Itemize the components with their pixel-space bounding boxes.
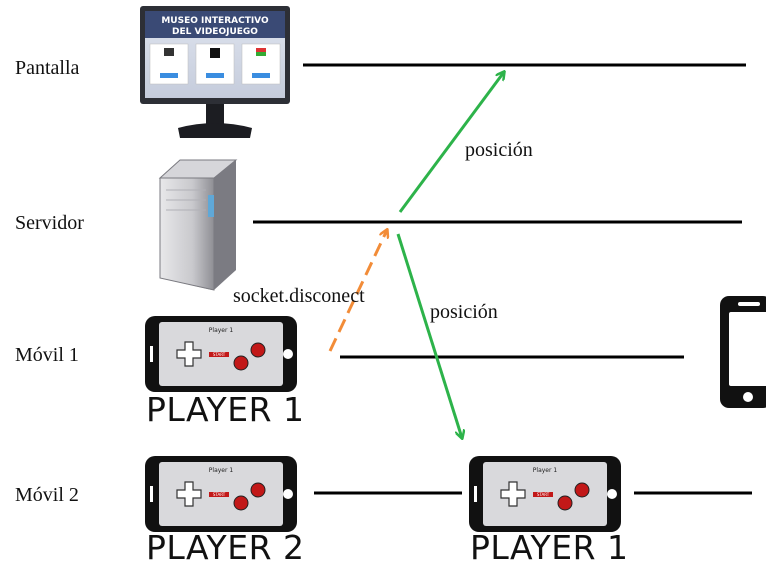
row-label-movil2: Móvil 2 — [15, 484, 79, 506]
row-label-movil1: Móvil 1 — [15, 344, 79, 366]
arrow-socket-disconnect — [328, 230, 387, 352]
row-label-servidor: Servidor — [15, 212, 84, 234]
player-caption-movil1: PLAYER 1 — [146, 390, 305, 429]
row-label-pantalla: Pantalla — [15, 57, 80, 79]
arrow-posicion-to-pantalla — [398, 72, 504, 213]
gamepad-icon-movil2-player2: Player 1 START — [145, 456, 297, 532]
controller-start-label: START — [213, 492, 226, 497]
controller-start-label: START — [537, 492, 550, 497]
controller-top-label: Player 1 — [209, 467, 234, 474]
message-label-posicion-down: posición — [430, 301, 498, 323]
controller-top-label: Player 1 — [533, 467, 558, 474]
player-caption-movil2-player1: PLAYER 1 — [470, 528, 629, 567]
controller-top-label: Player 1 — [209, 327, 234, 334]
server-icon — [158, 159, 238, 291]
player-caption-movil2-player2: PLAYER 2 — [146, 528, 305, 567]
arrow-posicion-to-movil2 — [396, 233, 462, 438]
gamepad-icon-movil1: Player 1 START — [145, 316, 297, 392]
controller-start-label: START — [213, 352, 226, 357]
smartphone-icon — [720, 296, 766, 408]
monitor-title-line2: DEL VIDEOJUEGO — [172, 27, 258, 37]
monitor-icon: MUSEO INTERACTIVO DEL VIDEOJUEGO — [140, 6, 290, 138]
message-label-disconnect: socket.disconect — [233, 285, 365, 307]
message-label-posicion-up: posición — [465, 139, 533, 161]
gamepad-icon-movil2-player1: Player 1 START — [469, 456, 621, 532]
monitor-title-line1: MUSEO INTERACTIVO — [161, 16, 269, 26]
